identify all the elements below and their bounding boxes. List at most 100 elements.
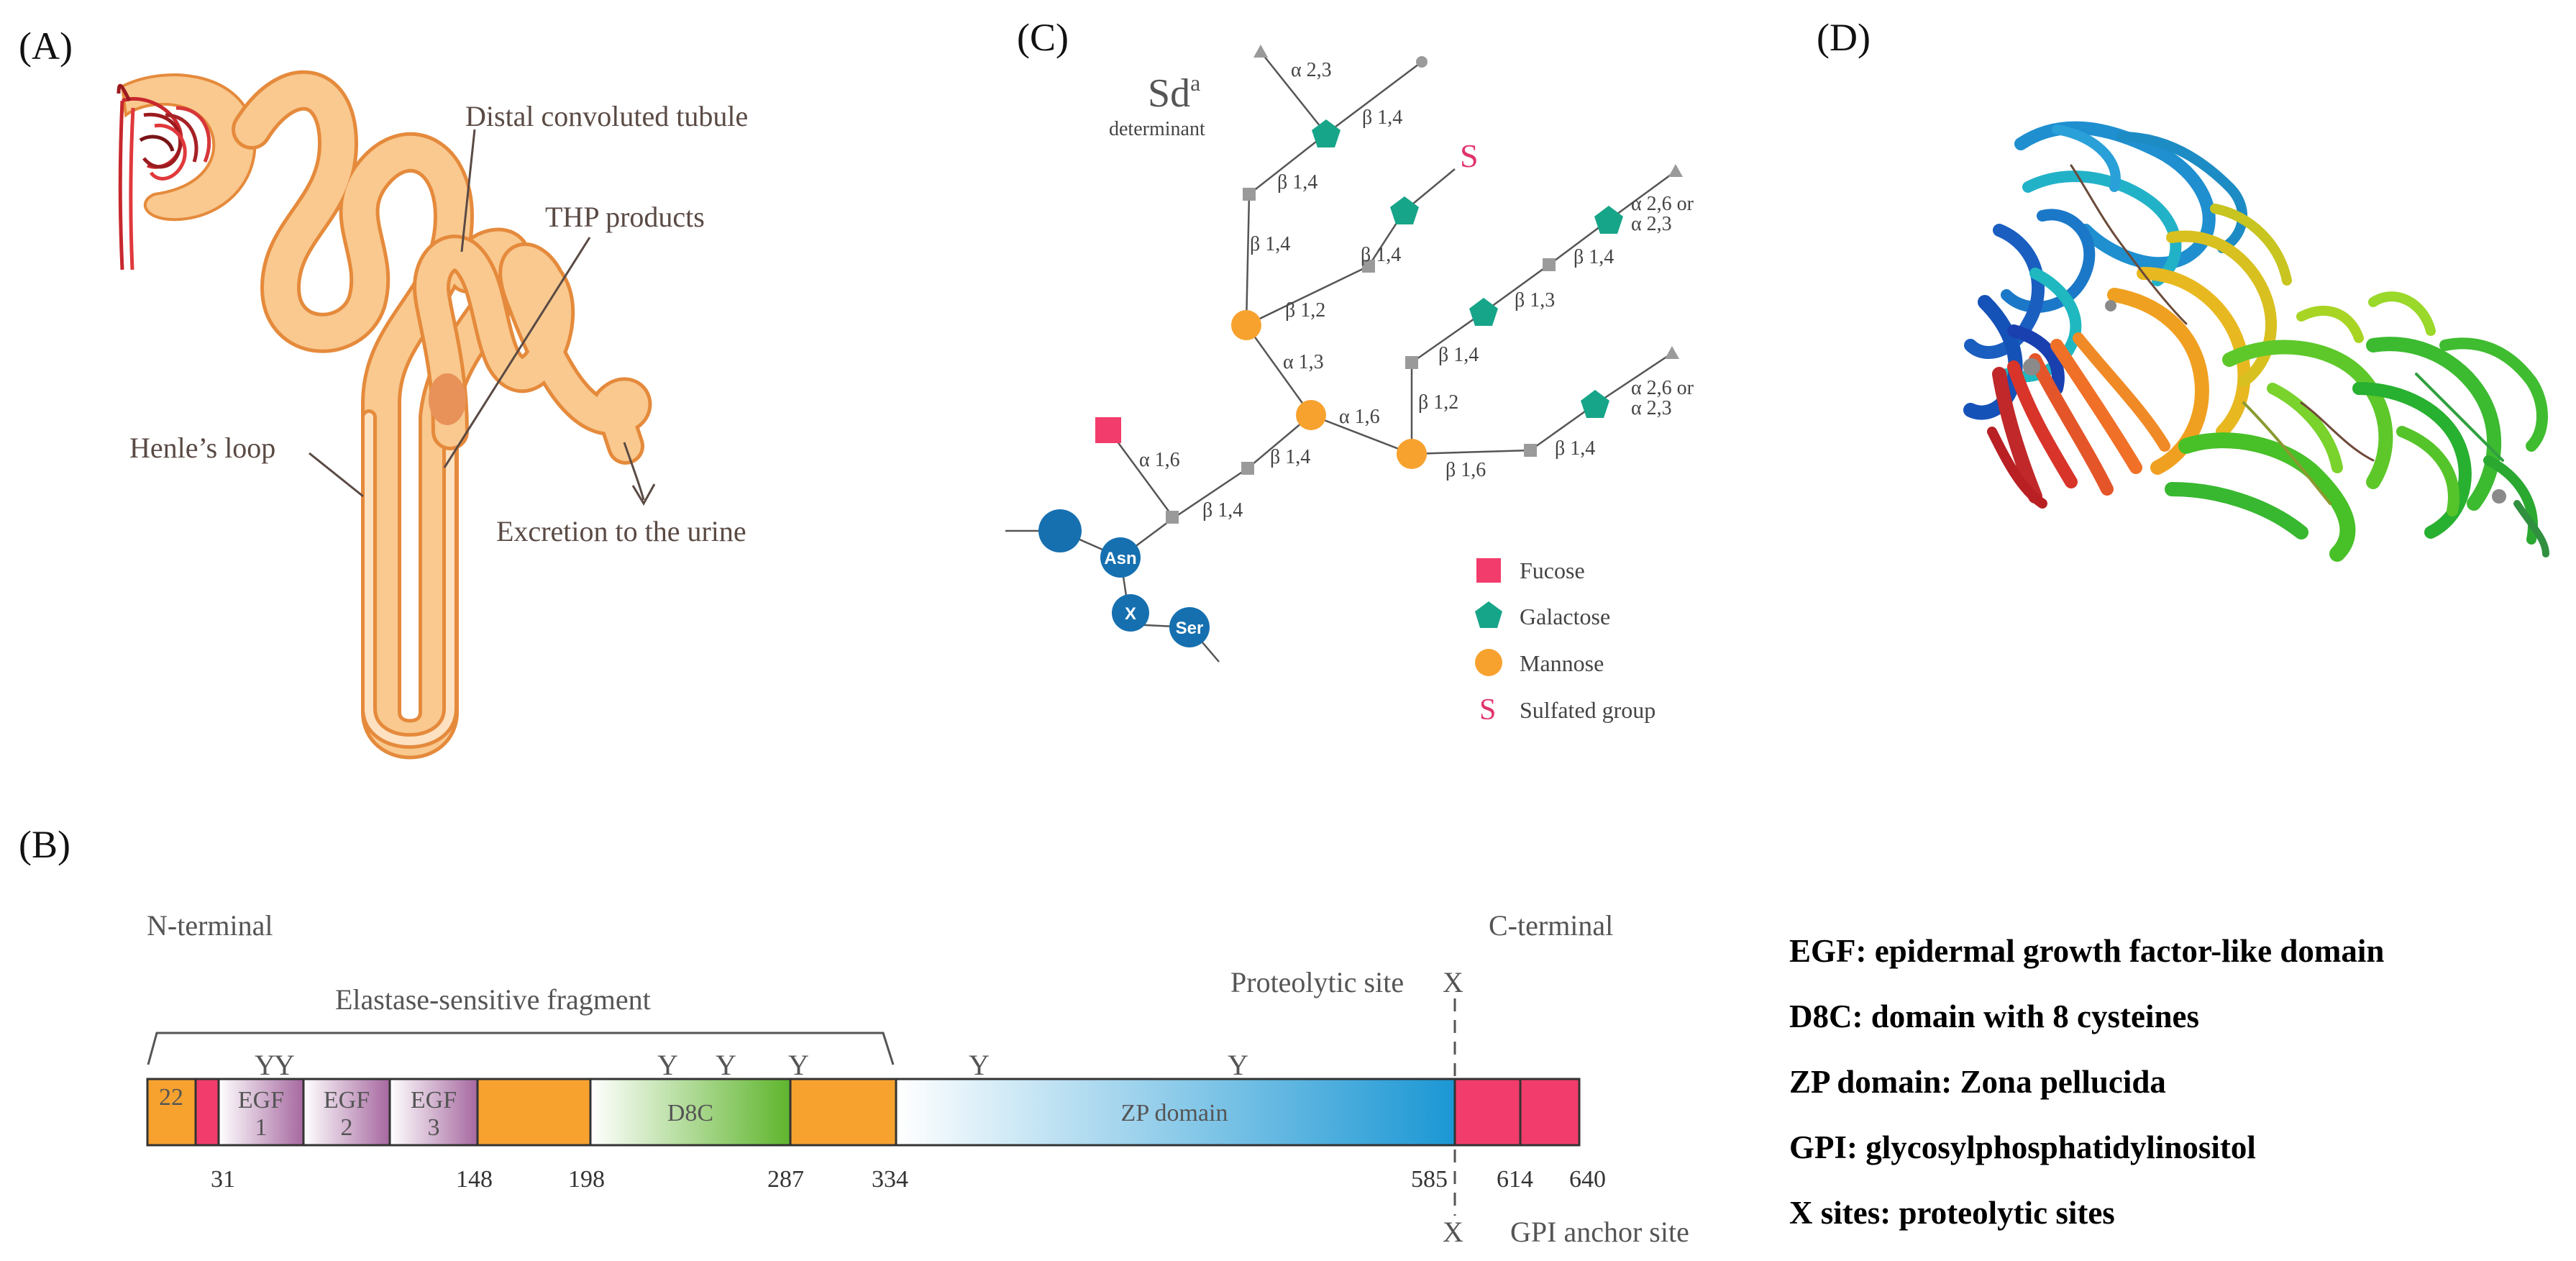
link-label: α 2,6 or <box>1631 193 1694 215</box>
signal-peptide-domain <box>146 1078 197 1147</box>
label-excretion: Excretion to the urine <box>496 515 746 547</box>
terminal-triangle <box>1665 346 1679 359</box>
definition-zp: ZP domain: Zona pellucida <box>1789 1064 2166 1100</box>
legend-sulfate-label: Sulfated group <box>1520 697 1655 723</box>
position-585: 585 <box>1411 1166 1448 1193</box>
connector-node <box>1524 444 1537 457</box>
terminal-node <box>1416 56 1428 68</box>
legend-mannose-label: Mannose <box>1520 650 1604 676</box>
elastase-fragment-label: Elastase-sensitive fragment <box>335 983 651 1016</box>
residue-positions: 31 148 198 287 334 585 614 640 <box>211 1166 1606 1193</box>
position-614: 614 <box>1497 1166 1533 1193</box>
x-label: X <box>1125 604 1136 624</box>
bond <box>1530 403 1596 452</box>
bond <box>1411 449 1531 455</box>
egf1-label-b: 1 <box>255 1114 268 1141</box>
abbreviation-definitions: EGF: epidermal growth factor-like domain… <box>1789 933 2384 1231</box>
bond <box>1245 194 1251 326</box>
definition-egf: EGF: epidermal growth factor-like domain <box>1789 933 2384 969</box>
panel-label-d: (D) <box>1817 16 1871 59</box>
link-label: α 1,3 <box>1283 351 1324 373</box>
connector-node <box>1543 258 1556 271</box>
bond <box>1594 352 1673 406</box>
x-residue <box>1112 594 1149 632</box>
bond <box>1608 170 1676 222</box>
definition-gpi: GPI: glycosylphosphatidylinositol <box>1789 1129 2256 1165</box>
mannose-node <box>1296 400 1326 430</box>
position-334: 334 <box>872 1166 908 1193</box>
glycosylation-mark: Y <box>274 1049 295 1081</box>
distal-tubule-fill <box>416 238 649 461</box>
glycosylation-mark: Y <box>657 1049 678 1081</box>
c-terminal-propeptide-a <box>1453 1078 1522 1147</box>
link-label: β 1,2 <box>1285 299 1325 322</box>
egf1-domain <box>217 1078 305 1147</box>
link-label: β 1,6 <box>1445 459 1486 481</box>
link-label: β 1,4 <box>1555 437 1595 460</box>
n-terminal-label: N-terminal <box>147 909 273 942</box>
sulfate-symbol: S <box>1460 137 1479 174</box>
position-287: 287 <box>767 1166 804 1193</box>
galactose-node <box>1312 119 1340 147</box>
position-198: 198 <box>568 1166 605 1193</box>
connector-node <box>1362 260 1375 273</box>
propeptide-domain <box>194 1078 220 1147</box>
asn-residue <box>1100 537 1141 578</box>
glycosylation-mark: Y <box>716 1049 736 1081</box>
c-terminal-label: C-terminal <box>1489 909 1613 942</box>
link-label: α 1,6 <box>1339 406 1380 428</box>
glcnac-node <box>1038 509 1082 552</box>
mannose-node <box>1397 439 1427 469</box>
panel-label-b: (B) <box>19 823 70 866</box>
bond <box>1325 61 1422 135</box>
egf3-domain <box>388 1078 479 1147</box>
position-31: 31 <box>211 1166 235 1193</box>
linker-domain <box>476 1078 592 1147</box>
bond <box>1173 467 1248 519</box>
bond <box>1411 311 1484 364</box>
egf2-label-b: 2 <box>341 1114 353 1141</box>
galactose-node <box>1469 298 1498 326</box>
protein-domain-bar <box>146 1078 1581 1147</box>
position-148: 148 <box>456 1166 493 1193</box>
ser-label: Ser <box>1176 619 1204 638</box>
henle-loop-lumen <box>365 413 455 745</box>
excretion-arrowhead <box>631 483 656 506</box>
glycosylation-mark: Y <box>255 1049 275 1081</box>
sda-label: Sda <box>1148 70 1200 116</box>
thp-pointer <box>443 237 591 468</box>
elastase-bracket <box>147 1032 895 1065</box>
mannose-node <box>1231 310 1261 340</box>
egf2-domain <box>302 1078 391 1147</box>
terminal-triangle <box>1253 45 1268 58</box>
link-label: α 2,3 <box>1291 59 1332 81</box>
galactose-node <box>1594 206 1623 234</box>
bond <box>1483 263 1550 314</box>
link-label: α 2,3 <box>1631 213 1672 235</box>
bond <box>1260 51 1327 135</box>
panel-label-c: (C) <box>1017 16 1069 59</box>
galactose-symbols <box>1312 119 1623 418</box>
c-terminal-propeptide-b <box>1519 1078 1581 1147</box>
kidney-tubule-illustration <box>117 70 656 760</box>
connector-node <box>1243 188 1256 201</box>
glycan-connectors <box>1166 45 1683 524</box>
sda-main: Sd <box>1148 71 1190 116</box>
excretion-arrow <box>623 442 645 501</box>
link-label: β 1,4 <box>1574 246 1614 268</box>
gpi-anchor-label: GPI anchor site <box>1510 1216 1689 1248</box>
link-label: β 1,4 <box>1361 244 1401 266</box>
label-henle-loop: Henle’s loop <box>129 432 275 464</box>
asn-label: Asn <box>1104 549 1136 568</box>
proteolytic-site-x: X <box>1443 966 1463 998</box>
galactose-node <box>1581 390 1609 418</box>
legend-fucose-label: Fucose <box>1520 557 1585 583</box>
thp-production-site <box>429 373 466 425</box>
bond <box>1248 133 1327 195</box>
connector-node <box>1166 511 1179 524</box>
link-label: β 1,4 <box>1438 344 1479 366</box>
linker-domain-2 <box>789 1078 898 1147</box>
link-label: β 1,3 <box>1515 289 1555 311</box>
glycosylation-marks: Y Y Y Y Y Y Y <box>255 1049 1248 1081</box>
